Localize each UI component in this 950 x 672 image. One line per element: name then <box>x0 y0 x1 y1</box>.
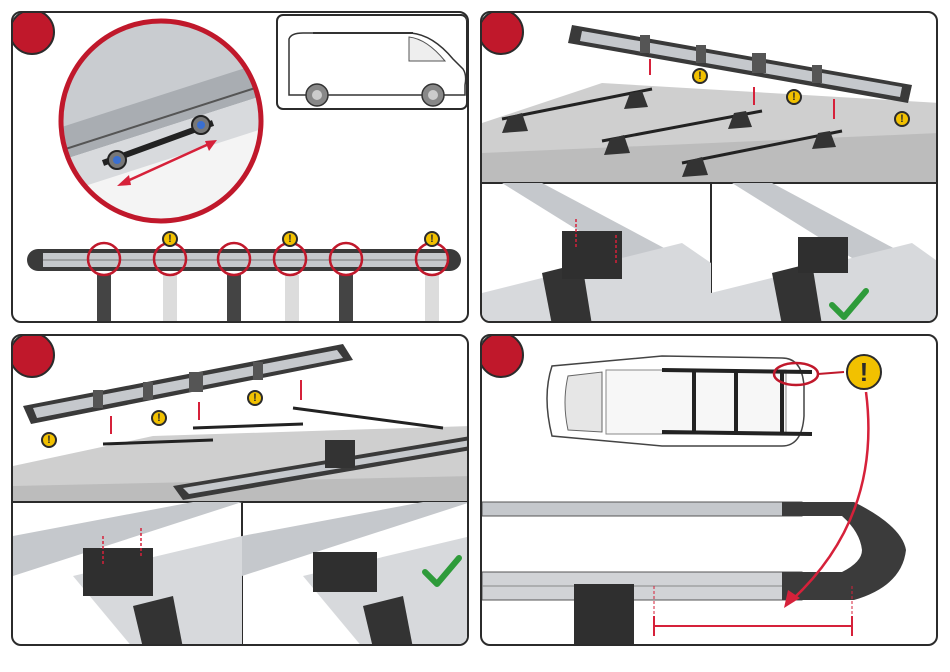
warning-icon: ! <box>162 231 178 247</box>
warning-icon: ! <box>846 354 882 390</box>
warning-icon: ! <box>151 410 167 426</box>
warning-icon: ! <box>282 231 298 247</box>
warning-icon: ! <box>41 432 57 448</box>
panel-step-4: ! <box>480 334 938 646</box>
warning-icon: ! <box>786 89 802 105</box>
panel-step-3: ! ! ! <box>11 334 469 646</box>
roof-rack-side-view <box>27 243 461 323</box>
step-2-illustration <box>482 13 938 323</box>
warning-icon: ! <box>692 68 708 84</box>
roof-rack-lowering <box>23 344 353 424</box>
detail-after <box>242 502 469 646</box>
step-1-illustration <box>13 13 469 323</box>
warning-icon: ! <box>424 231 440 247</box>
warning-icon: ! <box>894 111 910 127</box>
rail-end-detail <box>482 502 906 646</box>
step-3-illustration <box>13 336 469 646</box>
warning-icon: ! <box>247 390 263 406</box>
detail-after <box>711 183 938 323</box>
panel-step-2: ! ! ! <box>480 11 938 323</box>
detail-before <box>13 502 242 646</box>
detail-before <box>482 183 711 323</box>
panel-step-1: ! ! ! <box>11 11 469 323</box>
